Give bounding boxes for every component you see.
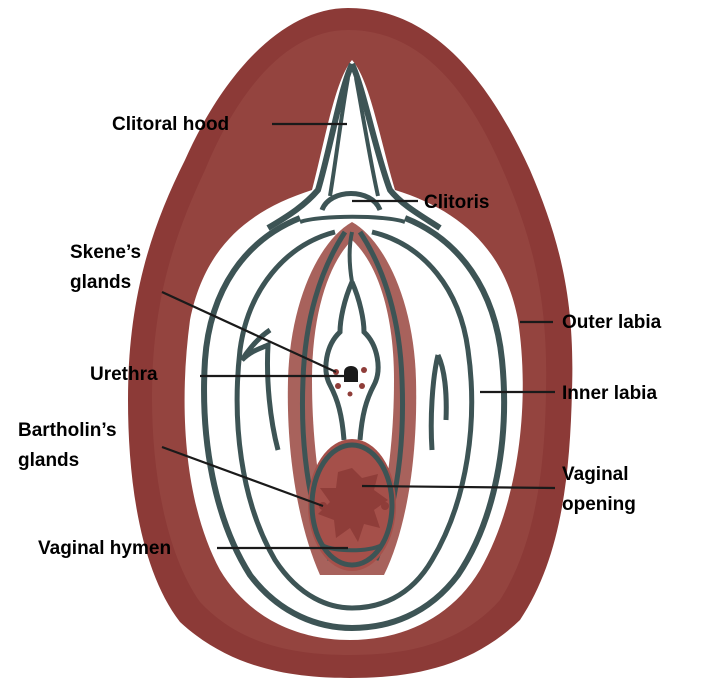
label-clitoral-hood: Clitoral hood <box>112 114 229 135</box>
label-bartholins-glands-1: Bartholin’s <box>18 420 117 441</box>
urethra-opening <box>344 366 358 382</box>
skenes-gland-dot <box>348 392 353 397</box>
label-outer-labia: Outer labia <box>562 312 662 333</box>
label-bartholins-glands-2: glands <box>18 450 79 471</box>
label-skenes-glands-1: Skene’s <box>70 242 141 263</box>
bartholins-gland-dot <box>381 502 389 510</box>
skenes-gland-dot <box>361 367 367 373</box>
label-inner-labia: Inner labia <box>562 383 657 404</box>
label-skenes-glands-2: glands <box>70 272 131 293</box>
label-vaginal-opening-1: Vaginal <box>562 464 629 485</box>
label-vaginal-opening-2: opening <box>562 494 636 515</box>
label-vaginal-hymen: Vaginal hymen <box>38 538 171 559</box>
label-clitoris: Clitoris <box>424 192 489 213</box>
skenes-gland-dot <box>335 383 341 389</box>
label-urethra: Urethra <box>90 364 158 385</box>
skenes-gland-dot <box>359 383 365 389</box>
